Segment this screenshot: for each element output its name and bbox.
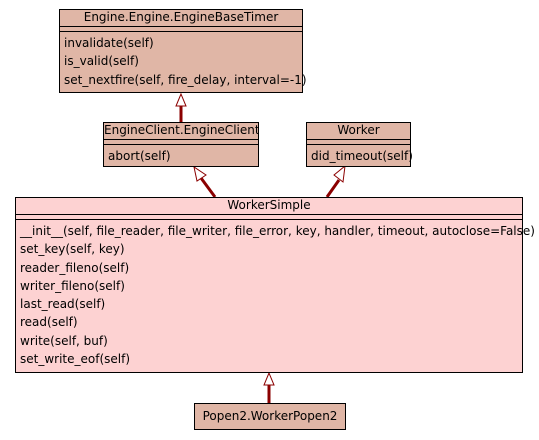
class-worker-popen2[interactable]: Popen2.WorkerPopen2 — [194, 403, 346, 430]
methods-compartment: invalidate(self) is_valid(self) set_next… — [60, 32, 307, 89]
methods-compartment: did_timeout(self) — [307, 145, 413, 165]
method: set_key(self, key) — [20, 242, 125, 257]
method: writer_fileno(self) — [20, 278, 125, 293]
class-name: Popen2.WorkerPopen2 — [202, 409, 338, 423]
attributes-compartment — [16, 215, 522, 220]
class-name: Engine.Engine.EngineBaseTimer — [60, 10, 302, 27]
method: is_valid(self) — [64, 54, 139, 69]
methods-compartment: abort(self) — [104, 145, 258, 165]
arrowhead-simple — [263, 371, 275, 386]
class-engine-base-timer[interactable]: Engine.Engine.EngineBaseTimer invalidate… — [59, 9, 307, 93]
method: last_read(self) — [20, 297, 106, 312]
edge-simple-to-client — [199, 177, 217, 198]
class-worker-simple[interactable]: WorkerSimple __init__(self, file_reader,… — [15, 197, 535, 373]
class-name: WorkerSimple — [16, 198, 522, 215]
arrowhead-client — [193, 165, 207, 182]
arrowhead-worker — [333, 164, 346, 183]
class-worker[interactable]: Worker did_timeout(self) — [306, 122, 413, 167]
methods-compartment: __init__(self, file_reader, file_writer,… — [16, 220, 535, 368]
method: set_nextfire(self, fire_delay, interval=… — [64, 72, 307, 87]
method: __init__(self, file_reader, file_writer,… — [20, 224, 535, 238]
attributes-compartment — [60, 27, 302, 32]
method: read(self) — [20, 315, 78, 330]
arrowhead-timer — [175, 92, 187, 107]
attributes-compartment — [104, 140, 258, 145]
edge-simple-to-worker — [325, 179, 341, 198]
method: write(self, buf) — [20, 333, 108, 348]
attributes-compartment — [307, 140, 410, 145]
class-name: EngineClient.EngineClient — [104, 123, 258, 140]
class-name: Worker — [307, 123, 410, 140]
method: invalidate(self) — [64, 36, 154, 50]
method: set_write_eof(self) — [20, 352, 131, 367]
method: abort(self) — [108, 149, 171, 163]
method: reader_fileno(self) — [20, 260, 130, 275]
method: did_timeout(self) — [311, 149, 413, 163]
class-engine-client[interactable]: EngineClient.EngineClient abort(self) — [103, 122, 259, 167]
